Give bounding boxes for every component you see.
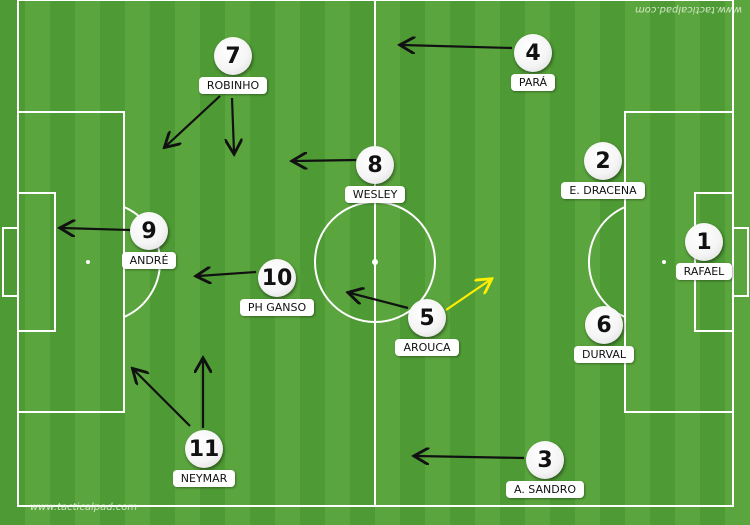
run-arrow-sandro [416,456,525,458]
watermark-bottom: www.tacticalpad.com [30,502,138,513]
player-number: 5 [408,299,446,337]
player-name: WESLEY [344,185,406,203]
player-name: RAFAEL [675,262,733,280]
player-number: 8 [356,146,394,184]
run-arrow-arouca [350,293,409,310]
player-name: E. DRACENA [561,181,645,199]
player-name: NEYMAR [172,469,236,487]
pass-arrow-arouca [445,280,490,311]
player-number: 9 [130,212,168,250]
right-penalty-spot [662,260,666,264]
player-name: DURVAL [573,345,635,363]
player-number: 2 [584,142,622,180]
left-penalty-area [17,111,125,413]
watermark-top: www.tacticalpad.com [634,4,742,15]
player-number: 6 [585,306,623,344]
run-arrow-neymar-diagonal [134,370,191,427]
player-name: ANDRÉ [121,251,177,269]
player-name: PH GANSO [239,298,315,316]
run-arrow-ganso [198,272,257,276]
player-number: 7 [214,37,252,75]
player-name: ROBINHO [198,76,268,94]
run-arrow-andre [62,228,131,230]
player-number: 10 [258,259,296,297]
right-penalty-arc [587,206,626,318]
center-spot [372,259,378,265]
player-number: 11 [185,430,223,468]
player-name: PARÁ [510,73,556,91]
player-number: 3 [526,441,564,479]
player-name: AROUCA [395,338,459,356]
player-number: 4 [514,34,552,72]
left-penalty-spot [86,260,90,264]
run-arrow-robinho-left [166,95,221,146]
right-goal [732,227,749,297]
player-number: 1 [685,223,723,261]
run-arrow-wesley [294,160,357,161]
run-arrow-para [402,45,513,48]
run-arrow-robinho-down [232,97,234,152]
left-goal [2,227,19,297]
player-name: A. SANDRO [505,480,585,498]
left-goal-area [17,192,56,332]
